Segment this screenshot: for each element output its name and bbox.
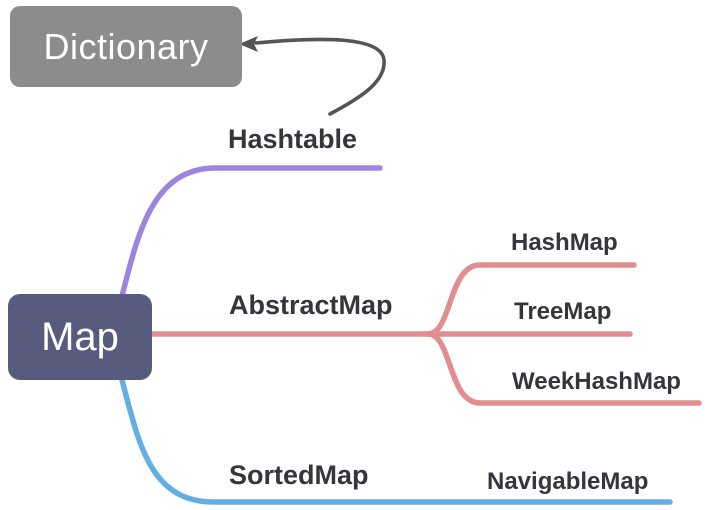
node-abstractmap[interactable]: AbstractMap [229,290,393,320]
relationship-arrow[interactable] [239,36,386,116]
weekhashmap-branch-line [425,331,702,406]
hashtable-branch-line [119,165,383,299]
node-hashmap[interactable]: HashMap [511,229,618,256]
node-treemap[interactable]: TreeMap [514,298,612,325]
node-navigablemap[interactable]: NavigableMap [487,468,649,495]
node-dictionary[interactable]: Dictionary [10,6,242,87]
node-sortedmap[interactable]: SortedMap [229,460,369,490]
node-map-label: Map [41,314,119,359]
node-hashtable[interactable]: Hashtable [228,124,358,154]
node-weekhashmap[interactable]: WeekHashMap [512,368,681,395]
relationship-arrow-curve[interactable] [254,37,386,116]
hashmap-branch-line [425,262,637,337]
sortedmap-branch-line [119,377,673,505]
node-map[interactable]: Map [8,294,152,380]
arrowhead-icon [239,36,258,52]
node-dictionary-label: Dictionary [43,25,209,67]
